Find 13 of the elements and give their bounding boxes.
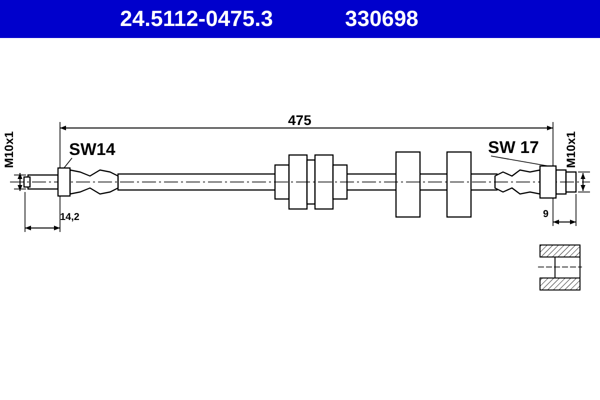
size-label: SW 17 [488, 139, 540, 156]
reference-number: 330698 [345, 8, 418, 30]
dimension-value: 9 [543, 210, 549, 220]
dimension-value: 14,2 [60, 213, 80, 223]
leader-line [64, 158, 72, 168]
size-label: SW14 [69, 141, 116, 158]
hex-nut [57, 167, 71, 197]
leader-line [490, 156, 548, 166]
dimension-value: 475 [288, 113, 312, 127]
thread-label: M10x1 [3, 131, 15, 168]
hex-nut [539, 165, 557, 199]
part-number: 24.5112-0475.3 [120, 8, 273, 30]
thread-label: M10x1 [565, 131, 577, 168]
